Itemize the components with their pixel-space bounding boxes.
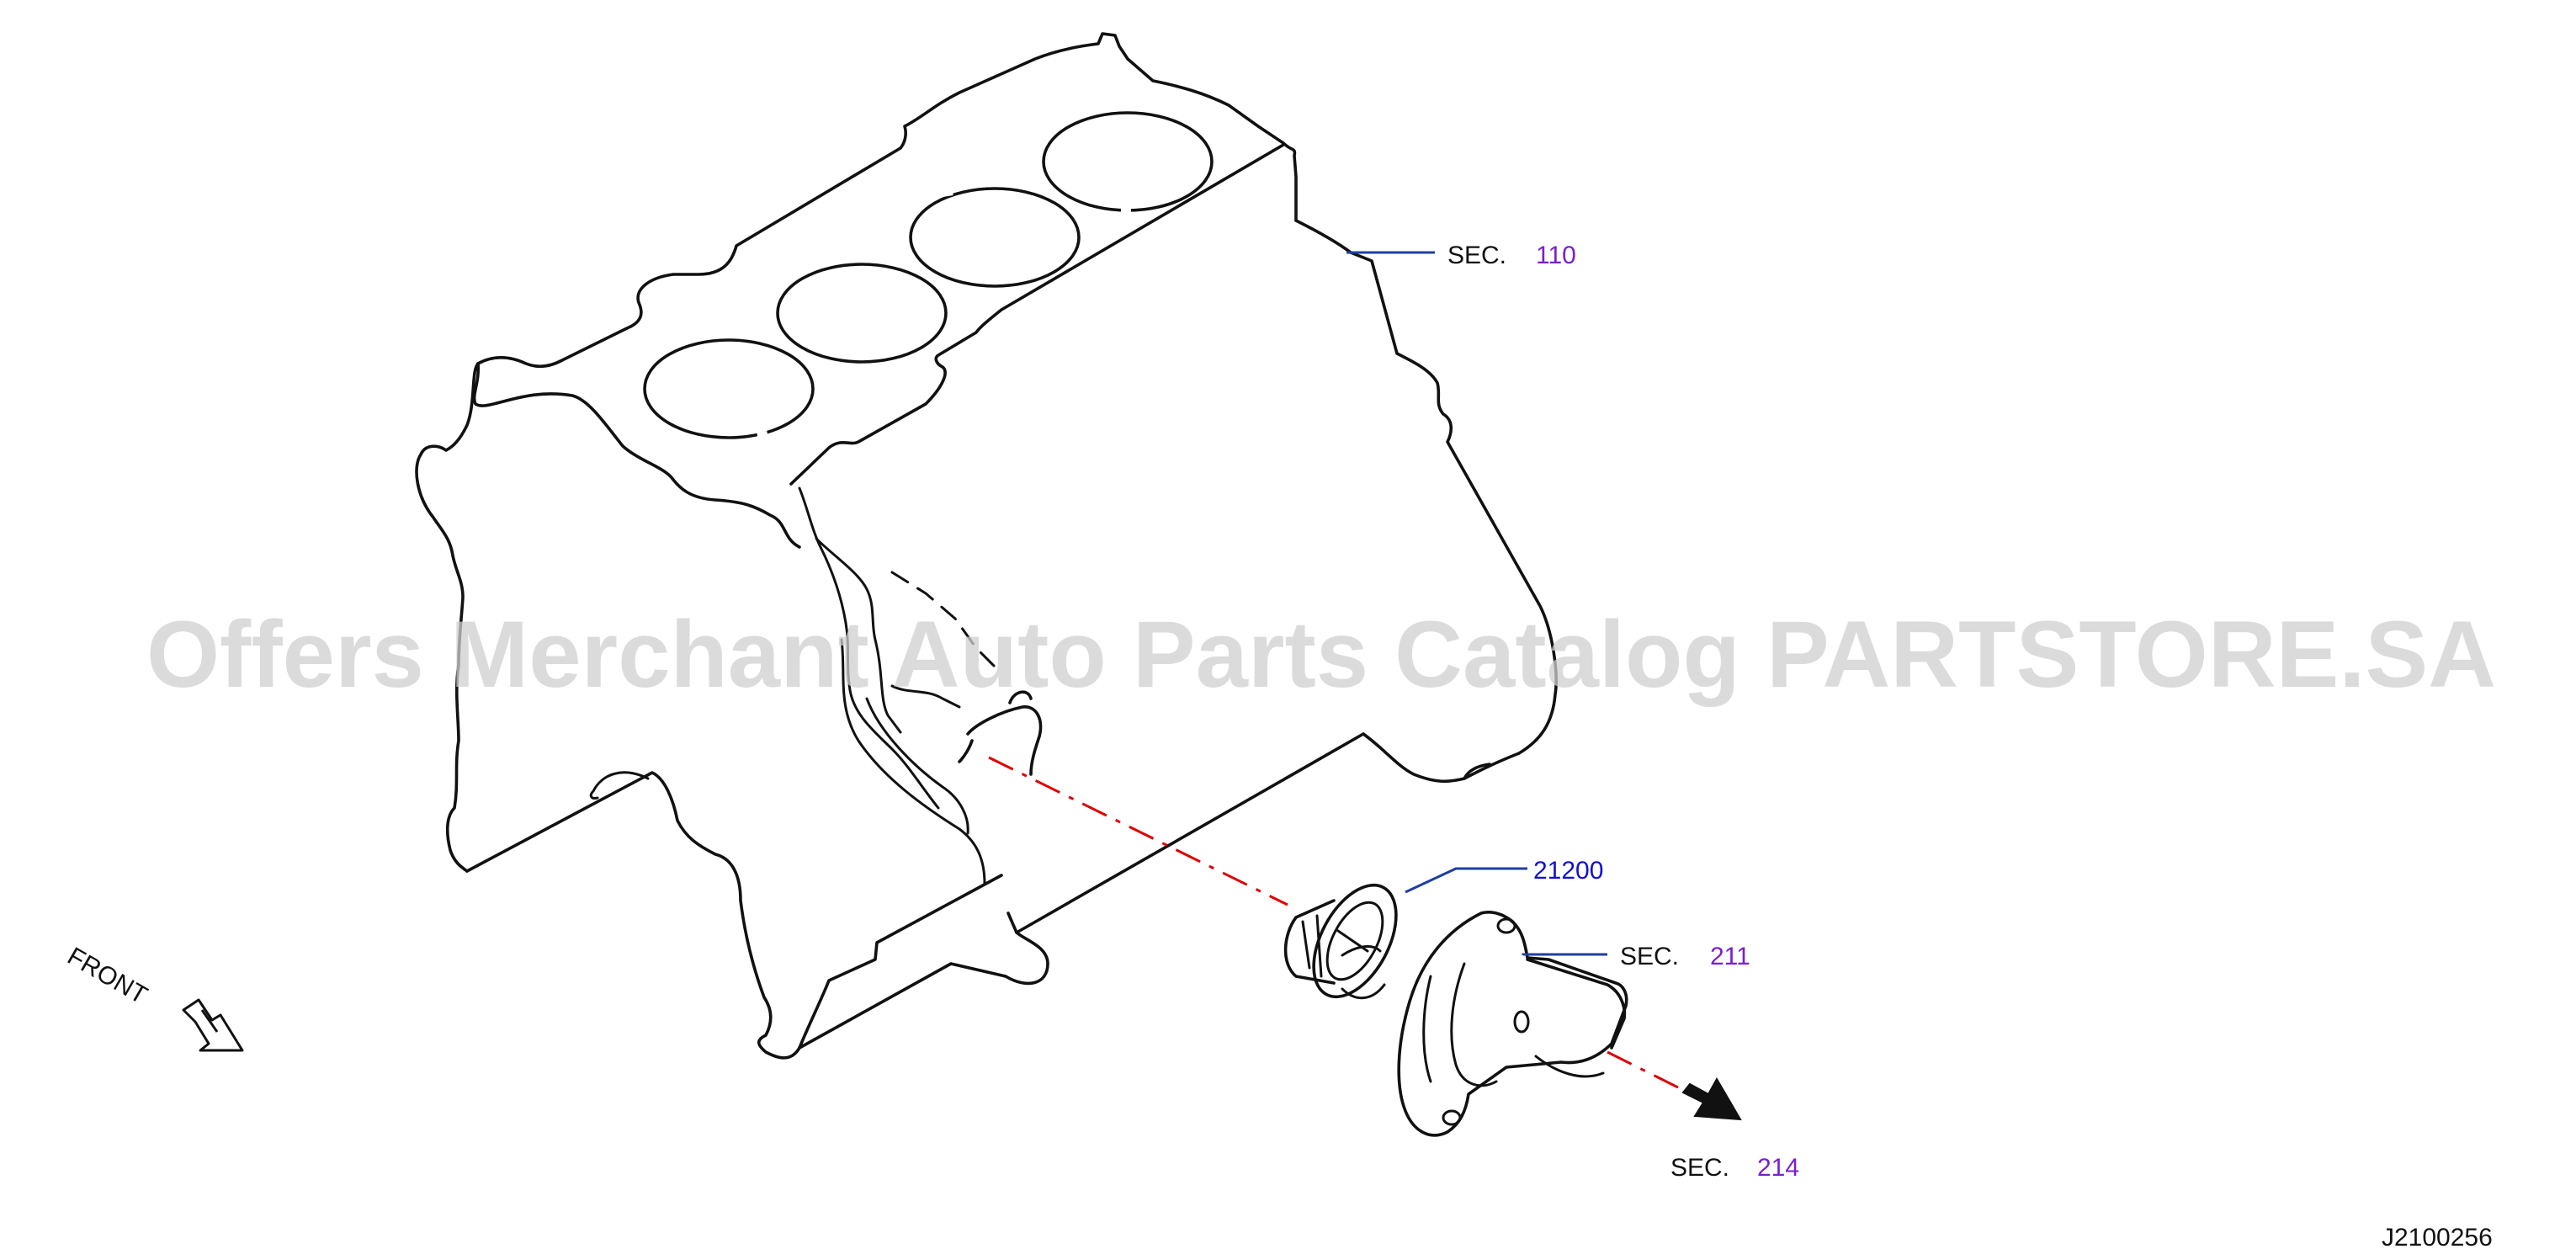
cylinder-bores [643,111,1214,439]
sec-211-prefix: SEC. [1620,943,1679,970]
front-label: FRONT [63,942,152,1009]
front-arrow-icon [182,998,244,1052]
sec-110-link[interactable]: 110 [1536,242,1576,269]
sec-214-prefix: SEC. [1670,1154,1729,1182]
part-number-21200-link[interactable]: 21200 [1533,857,1603,885]
sec-211-link[interactable]: 211 [1710,943,1750,970]
water-outlet-housing [1397,911,1628,1137]
callout-line-thermostat [988,756,1288,906]
leader-21200 [1405,867,1527,894]
sec-214-link[interactable]: 214 [1757,1154,1799,1182]
diagram-id: J2100256 [2382,1224,2493,1249]
thermostat-part-21200 [1283,883,1398,1000]
leader-sec-211 [1522,953,1607,956]
watermark-text: Offers Merchant Auto Parts Catalog PARTS… [146,602,2496,707]
callout-line-outlet [1607,1050,1692,1096]
sec-110-prefix: SEC. [1447,242,1506,269]
engine-block-drawing [415,32,1558,1060]
sec-214-arrow-icon [1681,1076,1742,1121]
